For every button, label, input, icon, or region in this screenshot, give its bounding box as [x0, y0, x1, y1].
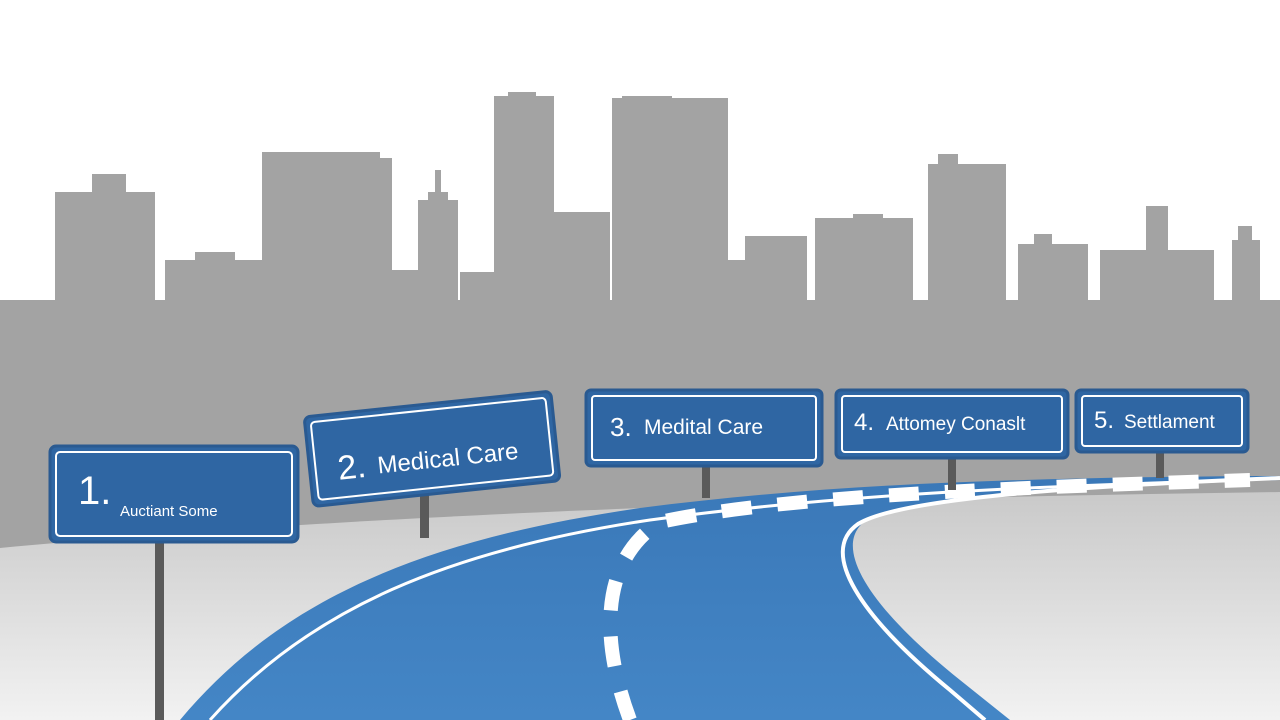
sign-2-number: 2.	[336, 447, 368, 488]
sign-3-number: 3.	[610, 412, 632, 442]
road	[180, 473, 1280, 720]
sign-4-number: 4.	[854, 409, 874, 436]
sign-2: 2. Medical Care	[303, 390, 562, 508]
sign-5-number: 5.	[1094, 407, 1114, 434]
sign-1: 1. Auctiant Some	[48, 444, 300, 544]
sign-4: 4. Attomey Conaslt	[834, 388, 1070, 460]
sign-3: 3. Medital Care	[584, 388, 824, 468]
sign-1-number: 1.	[78, 469, 111, 513]
sign-5-label: Settlament	[1124, 412, 1216, 433]
sign-5: 5. Settlament	[1074, 388, 1250, 454]
sign-posts	[155, 450, 1164, 720]
sign-3-label: Medital Care	[644, 416, 763, 439]
sign-1-label: Auctiant Some	[120, 503, 218, 520]
sign-4-label: Attomey Conaslt	[886, 414, 1026, 435]
